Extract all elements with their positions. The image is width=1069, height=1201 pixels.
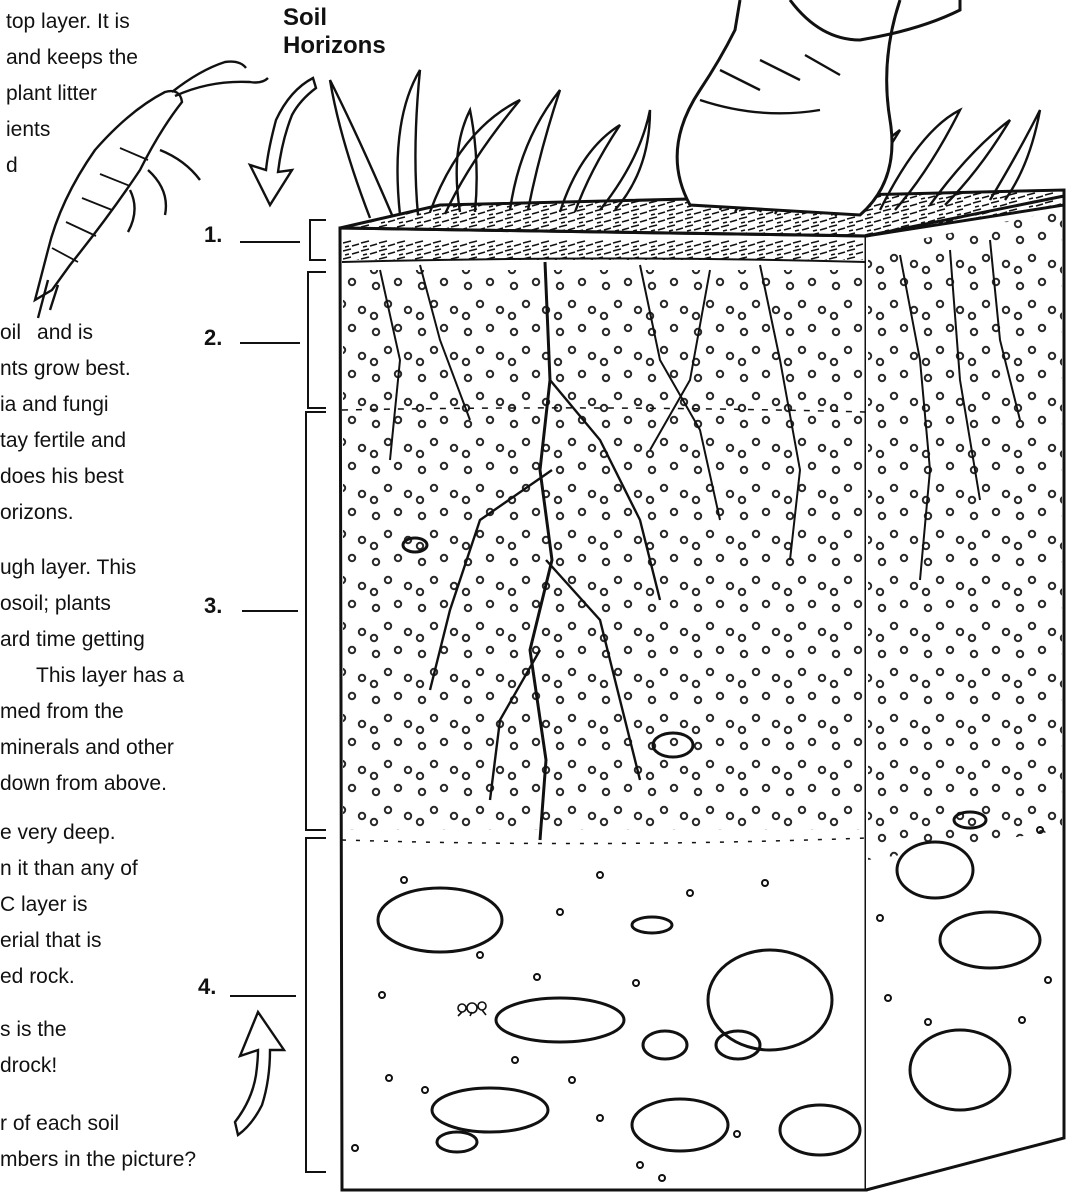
text-line: down from above. xyxy=(0,766,184,802)
paragraph-5: s is the drock! xyxy=(0,1012,67,1084)
title-line-1: Soil xyxy=(283,4,386,32)
down-arrow-icon xyxy=(250,78,316,205)
text-line: med from the xyxy=(0,694,184,730)
text-line: does his best xyxy=(0,459,131,495)
text-line: osoil; plants xyxy=(0,586,184,622)
text-line: minerals and other xyxy=(0,730,184,766)
text-line: n it than any of xyxy=(0,851,138,887)
text-line: ugh layer. This xyxy=(0,550,184,586)
text-line: This layer has a xyxy=(0,658,184,694)
paragraph-6: r of each soil mbers in the picture? xyxy=(0,1106,196,1178)
text-line: erial that is xyxy=(0,923,138,959)
text-line: orizons. xyxy=(0,495,131,531)
text-line: top layer. It is xyxy=(0,4,138,40)
up-arrow-icon xyxy=(235,1012,284,1135)
horizon-label-3: 3. xyxy=(204,593,222,619)
text-line: ients xyxy=(0,112,138,148)
text-line: oil and is xyxy=(0,315,131,351)
text-line: e very deep. xyxy=(0,815,138,851)
title-line-2: Horizons xyxy=(283,32,386,60)
paragraph-1: top layer. It is and keeps the plant lit… xyxy=(0,4,138,184)
horizon-label-1: 1. xyxy=(204,222,222,248)
text-fragment: oil xyxy=(0,321,21,344)
paragraph-3: ugh layer. This osoil; plants ard time g… xyxy=(0,550,184,802)
text-line: r of each soil xyxy=(0,1106,196,1142)
text-line: and keeps the xyxy=(0,40,138,76)
text-line: d xyxy=(0,148,138,184)
text-line: drock! xyxy=(0,1048,67,1084)
text-line: s is the xyxy=(0,1012,67,1048)
text-fragment: and is xyxy=(37,321,93,344)
text-line: C layer is xyxy=(0,887,138,923)
paragraph-4: e very deep. n it than any of C layer is… xyxy=(0,815,138,995)
text-line: ed rock. xyxy=(0,959,138,995)
soil-block-icon xyxy=(340,190,1064,1190)
text-line: plant litter xyxy=(0,76,138,112)
text-line: nts grow best. xyxy=(0,351,131,387)
text-line: mbers in the picture? xyxy=(0,1142,196,1178)
page-title: Soil Horizons xyxy=(283,4,386,60)
text-line: tay fertile and xyxy=(0,423,131,459)
horizon-brackets xyxy=(230,220,326,1172)
paragraph-2: oil and is nts grow best. ia and fungi ta… xyxy=(0,315,131,531)
horizon-label-2: 2. xyxy=(204,325,222,351)
text-line: ard time getting xyxy=(0,622,184,658)
horizon-label-4: 4. xyxy=(198,974,216,1000)
text-line: ia and fungi xyxy=(0,387,131,423)
